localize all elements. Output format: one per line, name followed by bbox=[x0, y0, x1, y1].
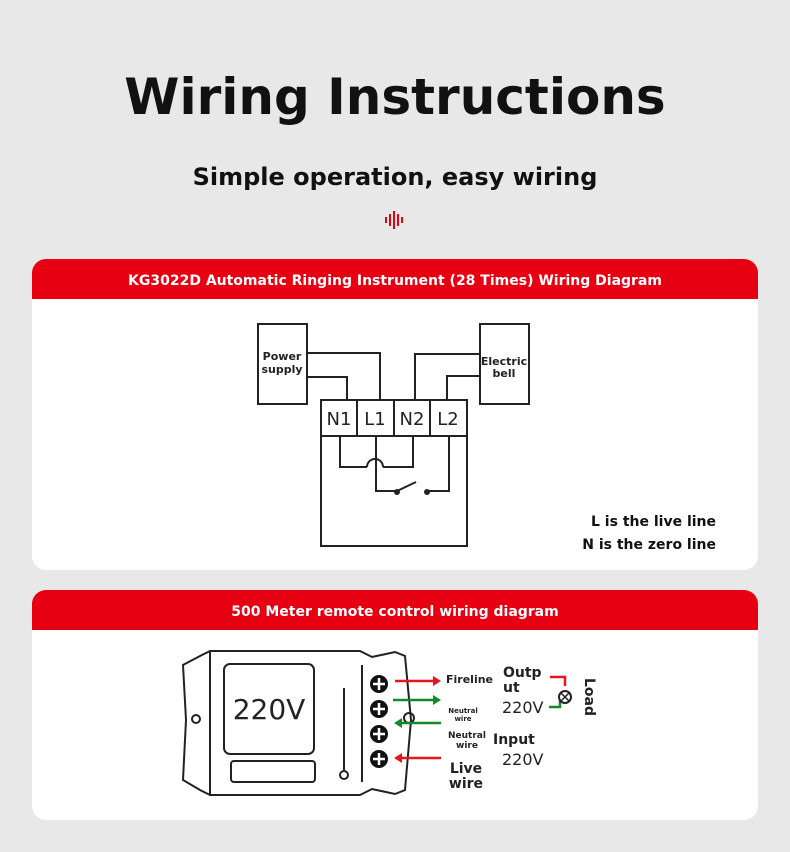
output-label: Outp bbox=[503, 665, 542, 681]
terminal-l1: L1 bbox=[364, 409, 385, 430]
neutral-out-label: Neutral bbox=[448, 707, 478, 715]
terminal-n2: N2 bbox=[400, 409, 425, 430]
card-header: 500 Meter remote control wiring diagram bbox=[32, 590, 758, 630]
ringing-wiring-diagram: Power supply Electric bell N1 L1 N2 L2 bbox=[257, 323, 530, 547]
neutral-out-label: wire bbox=[454, 715, 471, 723]
output-voltage: 220V bbox=[502, 698, 544, 717]
note-live-line: L is the live line bbox=[591, 514, 716, 530]
terminal-l2: L2 bbox=[437, 409, 458, 430]
ringing-instrument-card: KG3022D Automatic Ringing Instrument (28… bbox=[32, 259, 758, 570]
device-voltage-label: 220V bbox=[233, 693, 306, 726]
output-label: ut bbox=[503, 680, 520, 696]
electric-bell-label: Electric bbox=[481, 355, 527, 368]
live-wire-label: wire bbox=[449, 776, 483, 792]
power-supply-label: Power bbox=[263, 350, 302, 363]
input-label: Input bbox=[493, 732, 535, 748]
remote-wiring-diagram: 220V Fireline Neutral wire Neutral wire … bbox=[181, 650, 597, 796]
neutral-in-label: wire bbox=[456, 741, 478, 751]
electric-bell-label: bell bbox=[493, 367, 516, 380]
sound-wave-icon bbox=[385, 211, 403, 229]
remote-control-card: 500 Meter remote control wiring diagram … bbox=[32, 590, 758, 820]
terminal-n1: N1 bbox=[327, 409, 352, 430]
fireline-label: Fireline bbox=[446, 673, 493, 686]
live-wire-label: Live bbox=[450, 761, 482, 777]
load-label: Load bbox=[581, 678, 597, 716]
power-supply-label: supply bbox=[261, 363, 302, 376]
neutral-in-label: Neutral bbox=[448, 731, 486, 741]
note-zero-line: N is the zero line bbox=[582, 537, 716, 553]
input-voltage: 220V bbox=[502, 750, 544, 769]
card-header: KG3022D Automatic Ringing Instrument (28… bbox=[32, 259, 758, 299]
page-subtitle: Simple operation, easy wiring bbox=[192, 163, 598, 191]
page-title: Wiring Instructions bbox=[124, 68, 666, 126]
